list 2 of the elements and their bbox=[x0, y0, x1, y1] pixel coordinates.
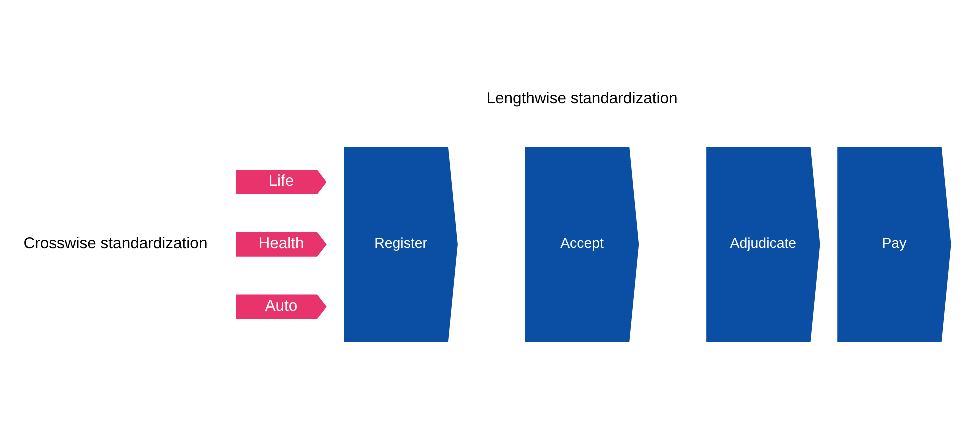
label: Crosswise standardization bbox=[24, 236, 208, 253]
label: Lengthwise standardization bbox=[486, 90, 678, 108]
